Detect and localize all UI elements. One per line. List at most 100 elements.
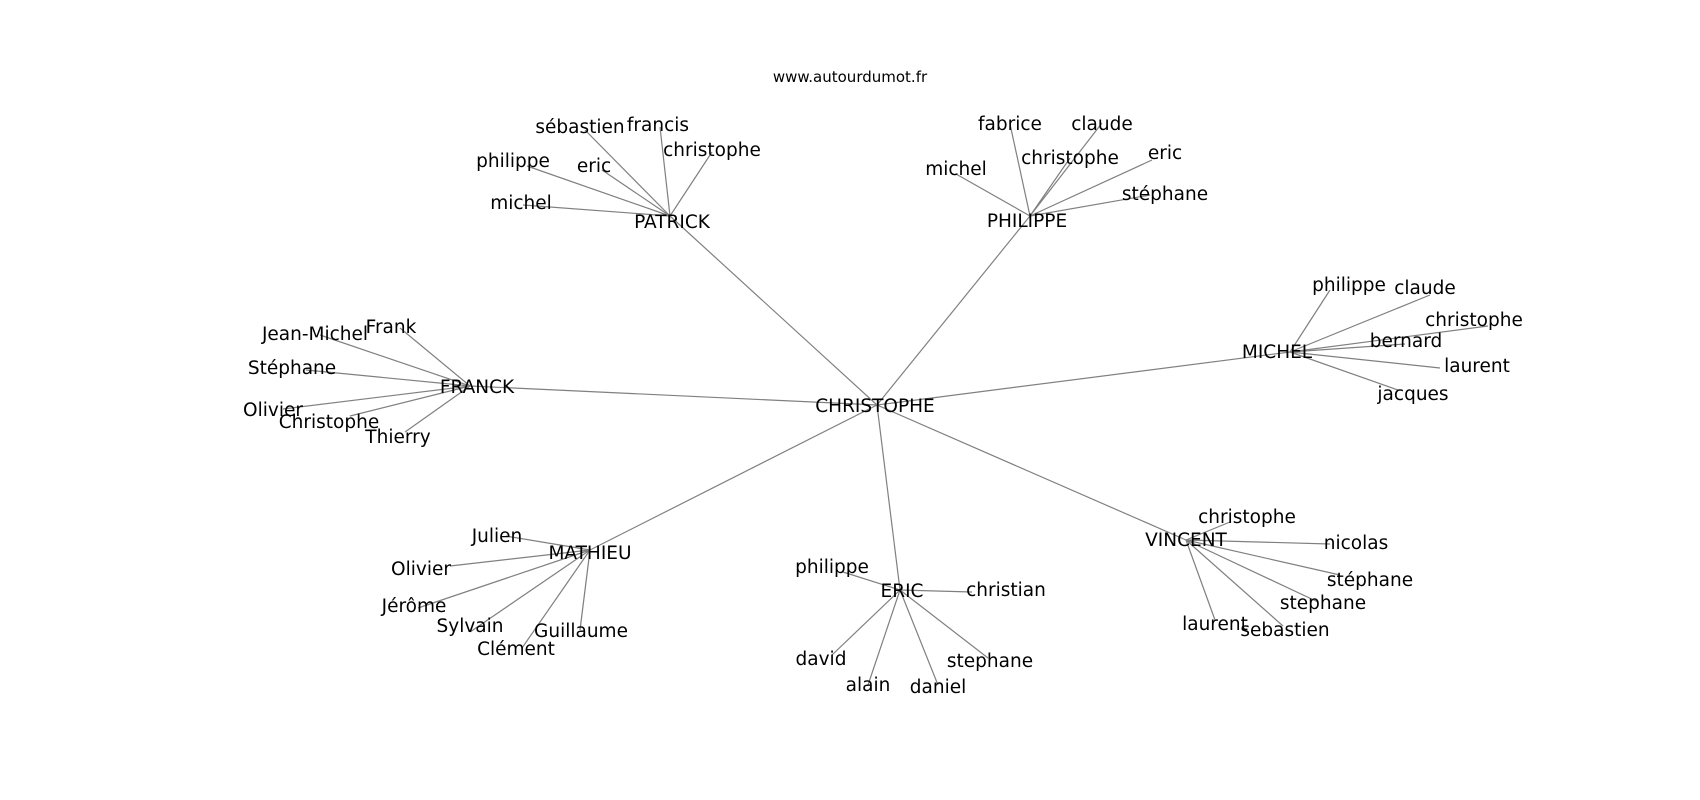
- group-node-eric: ERIC: [881, 581, 924, 602]
- leaf-node-philippe-fabrice: fabrice: [978, 114, 1042, 135]
- leaf-node-mathieu-olivier: Olivier: [391, 559, 451, 580]
- edge-franck-jean-michel: [319, 334, 471, 387]
- edge-eric-christian: [899, 589, 973, 593]
- edge-michel-christophe: [1289, 325, 1489, 353]
- edge-franck-frank: [399, 327, 471, 387]
- edge-michel-laurent: [1289, 351, 1441, 369]
- edge-vincent-sebastien: [1185, 539, 1284, 627]
- edge-vincent-stephane: [1185, 539, 1319, 603]
- edge-eric-stephane: [899, 589, 989, 659]
- leaf-node-franck-jean-michel: Jean-Michel: [261, 324, 368, 345]
- leaf-node-vincent-stephane: stéphane: [1327, 570, 1413, 591]
- group-node-mathieu: MATHIEU: [548, 543, 631, 564]
- leaf-node-mathieu-clement: Clément: [477, 639, 555, 660]
- leaf-node-patrick-christophe: christophe: [663, 140, 761, 161]
- group-node-michel: MICHEL: [1242, 342, 1313, 363]
- leaf-node-franck-olivier: Olivier: [243, 400, 303, 421]
- group-node-vincent: VINCENT: [1145, 530, 1227, 551]
- edge-philippe-claude: [1029, 122, 1103, 217]
- edge-patrick-eric: [601, 169, 671, 217]
- edge-vincent-stephane: [1185, 539, 1341, 576]
- leaf-node-vincent-sebastien: sebastien: [1240, 620, 1329, 641]
- leaf-node-michel-laurent: laurent: [1444, 356, 1510, 377]
- site-watermark: www.autourdumot.fr: [773, 68, 928, 86]
- leaf-node-mathieu-jerome: Jérôme: [381, 596, 447, 617]
- edge-vincent-laurent: [1185, 539, 1216, 621]
- leaf-node-vincent-nicolas: nicolas: [1324, 533, 1388, 554]
- edge-eric-alain: [867, 589, 901, 686]
- leaf-node-eric-alain: alain: [846, 675, 891, 696]
- edge-eric-philippe: [842, 571, 901, 591]
- leaf-node-franck-christophe: Christophe: [279, 412, 379, 433]
- leaf-node-michel-christophe: christophe: [1425, 310, 1523, 331]
- edge-patrick-sebastien: [584, 129, 671, 217]
- edge-mathieu-guillaume: [579, 549, 591, 631]
- edge-mathieu-clement: [521, 549, 591, 649]
- center-node-label: CHRISTOPHE: [815, 396, 935, 417]
- leaf-node-eric-david: david: [796, 649, 847, 670]
- edge-philippe-christophe: [1029, 157, 1071, 217]
- edge-philippe-eric: [1029, 159, 1153, 217]
- edge-philippe-fabrice: [1009, 123, 1031, 217]
- leaf-node-eric-philippe: philippe: [795, 557, 869, 578]
- edge-mathieu-olivier: [449, 549, 591, 567]
- leaf-node-patrick-francis: francis: [627, 115, 689, 136]
- leaf-node-michel-jacques: jacques: [1376, 384, 1448, 405]
- leaf-node-philippe-michel: michel: [925, 159, 987, 180]
- leaf-node-mathieu-julien: Julien: [471, 526, 523, 547]
- group-node-franck: FRANCK: [440, 377, 515, 398]
- leaf-node-franck-stephane: Stéphane: [248, 358, 336, 379]
- leaf-node-patrick-michel: michel: [490, 193, 552, 214]
- edge-mathieu-julien: [505, 535, 591, 551]
- edge-center-philippe: [876, 215, 1031, 406]
- edge-franck-stephane: [305, 369, 471, 387]
- leaf-node-philippe-claude: claude: [1071, 114, 1133, 135]
- leaf-node-eric-daniel: daniel: [910, 677, 966, 698]
- edge-philippe-michel: [955, 173, 1031, 217]
- edge-vincent-christophe: [1185, 521, 1231, 541]
- edge-patrick-christophe: [669, 151, 713, 217]
- leaf-node-mathieu-guillaume: Guillaume: [534, 621, 628, 642]
- edge-eric-daniel: [899, 589, 939, 686]
- edge-franck-thierry: [404, 385, 471, 433]
- leaf-node-michel-philippe: philippe: [1312, 275, 1386, 296]
- edge-patrick-philippe: [526, 165, 671, 217]
- edge-michel-philippe: [1289, 289, 1331, 353]
- leaf-node-patrick-philippe: philippe: [476, 151, 550, 172]
- leaf-node-mathieu-sylvain: Sylvain: [437, 616, 504, 637]
- edge-patrick-francis: [659, 126, 671, 217]
- leaf-node-philippe-eric: eric: [1148, 143, 1182, 164]
- edge-center-eric: [876, 404, 901, 591]
- leaf-node-eric-stephane: stephane: [947, 651, 1033, 672]
- leaf-node-patrick-sebastien: sébastien: [535, 117, 624, 138]
- edge-philippe-stephane: [1029, 194, 1151, 217]
- leaf-node-patrick-eric: eric: [577, 156, 611, 177]
- leaf-node-franck-frank: Frank: [366, 317, 417, 338]
- edge-eric-david: [831, 589, 901, 656]
- graph-edges: [282, 122, 1489, 686]
- group-node-patrick: PATRICK: [634, 212, 711, 233]
- leaf-node-michel-bernard: bernard: [1370, 331, 1443, 352]
- edge-patrick-michel: [522, 204, 671, 217]
- edge-center-mathieu: [589, 404, 878, 551]
- leaf-node-michel-claude: claude: [1394, 278, 1456, 299]
- leaf-node-vincent-stephane: stephane: [1280, 593, 1366, 614]
- leaf-node-philippe-stephane: stéphane: [1122, 184, 1208, 205]
- edge-franck-christophe: [349, 385, 471, 417]
- group-node-philippe: PHILIPPE: [987, 211, 1067, 232]
- edge-mathieu-jerome: [417, 549, 591, 609]
- edge-center-michel: [876, 351, 1291, 406]
- edge-franck-olivier: [282, 385, 471, 410]
- edge-michel-claude: [1289, 294, 1431, 353]
- edge-center-vincent: [876, 404, 1187, 541]
- edge-center-patrick: [669, 215, 878, 406]
- leaf-node-franck-thierry: Thierry: [364, 427, 430, 448]
- leaf-node-eric-christian: christian: [966, 580, 1046, 601]
- edge-michel-jacques: [1289, 351, 1399, 391]
- leaf-node-vincent-christophe: christophe: [1198, 507, 1296, 528]
- edge-vincent-nicolas: [1185, 539, 1331, 545]
- leaf-node-vincent-laurent: laurent: [1182, 614, 1248, 635]
